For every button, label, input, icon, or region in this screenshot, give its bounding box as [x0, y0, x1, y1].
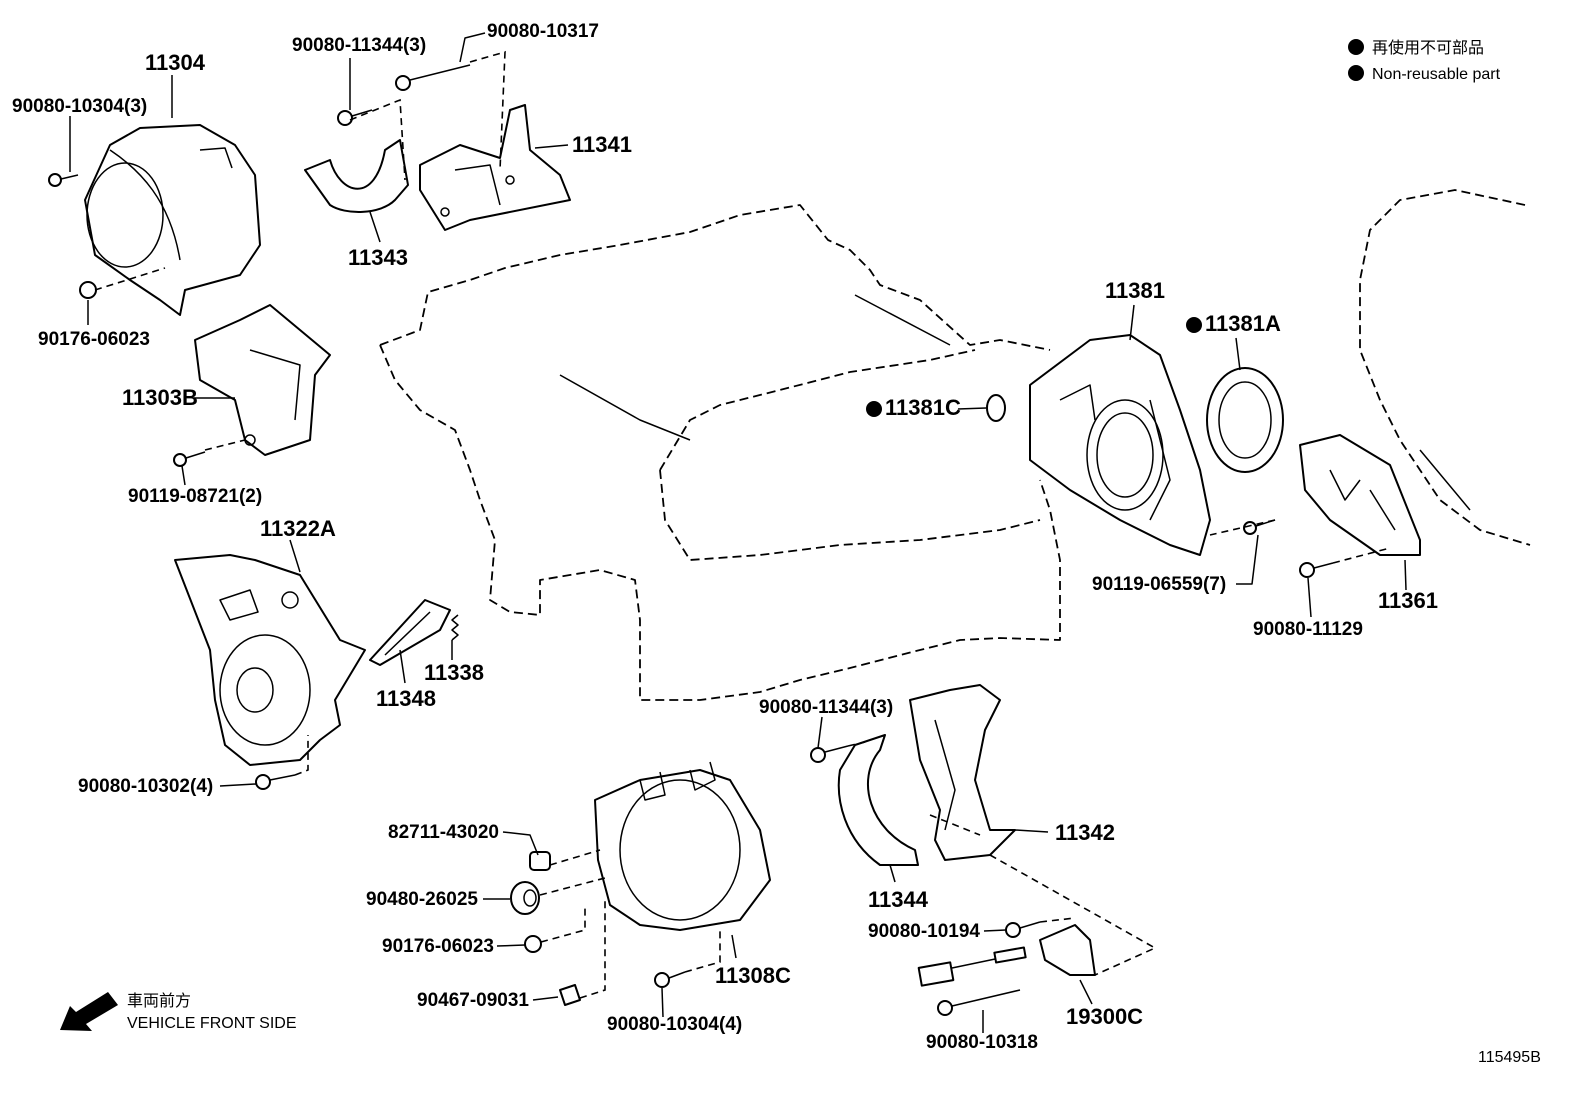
label-90080-10317: 90080-10317	[487, 21, 599, 42]
tensioner-11348	[369, 599, 451, 666]
label-11338: 11338	[424, 660, 484, 685]
label-11322A: 11322A	[260, 516, 336, 541]
label-90080-10318: 90080-10318	[926, 1032, 1038, 1053]
label-90080-11344-3-upper: 90080-11344(3)	[292, 35, 426, 56]
label-11381A: 11381A	[1205, 311, 1281, 336]
fasteners	[48, 64, 1334, 1016]
bearing-cap-11344	[837, 734, 919, 866]
bolt-icon	[255, 774, 296, 790]
bolt-icon	[337, 109, 373, 126]
label-90176-06023-lower: 90176-06023	[382, 936, 494, 957]
bolt-icon	[1299, 562, 1334, 578]
bolt-icon	[937, 989, 1021, 1016]
timing-cover-11304	[84, 124, 261, 316]
clip-icon	[559, 984, 581, 1006]
front-cover-11308C	[594, 761, 771, 931]
timing-cover-11322A	[174, 554, 366, 766]
oil-seal-11381A	[1206, 367, 1284, 473]
label-90080-11344-3-lower: 90080-11344(3)	[759, 697, 893, 718]
part-labels: 11304 90080-10304(3) 90176-06023 90080-1…	[12, 21, 1438, 1053]
label-90080-10302-4: 90080-10302(4)	[78, 776, 213, 797]
bolt-icon	[654, 971, 686, 988]
label-90467-09031: 90467-09031	[417, 990, 529, 1011]
bolt-icon	[1005, 921, 1041, 938]
plate-11361	[1299, 434, 1421, 556]
guide-lines	[94, 50, 1391, 999]
label-11343: 11343	[348, 245, 408, 270]
label-11381: 11381	[1105, 278, 1165, 303]
non-reusable-dot-icon	[1348, 65, 1364, 81]
nut-icon	[79, 281, 97, 299]
vehicle-front-side-indicator: 車両前方 VEHICLE FRONT SIDE	[60, 991, 297, 1032]
label-11381C: 11381C	[885, 395, 961, 420]
nut-icon	[524, 935, 542, 953]
front-side-jp: 車両前方	[127, 991, 191, 1010]
label-90176-06023-upper: 90176-06023	[38, 329, 150, 350]
label-90080-10304-4: 90080-10304(4)	[607, 1014, 742, 1035]
legend-en: Non-reusable part	[1372, 66, 1501, 83]
label-90480-26025: 90480-26025	[366, 889, 478, 910]
label-90080-10194: 90080-10194	[868, 921, 980, 942]
label-90119-06559-7: 90119-06559(7)	[1092, 574, 1226, 595]
label-11348: 11348	[376, 686, 436, 711]
label-82711-43020: 82711-43020	[388, 822, 499, 843]
front-side-en: VEHICLE FRONT SIDE	[127, 1015, 297, 1032]
label-90080-10304-3: 90080-10304(3)	[12, 96, 147, 117]
label-11303B: 11303B	[122, 385, 198, 410]
label-11341: 11341	[572, 132, 632, 157]
label-11304: 11304	[145, 50, 206, 75]
spring-11338	[451, 614, 459, 641]
legend-jp: 再使用不可部品	[1372, 38, 1484, 57]
transmission-housing-outline	[1359, 189, 1531, 546]
sensor-19300C	[917, 924, 1096, 987]
non-reusable-dot-icon	[1186, 317, 1202, 333]
non-reusable-dot-icon	[866, 401, 882, 417]
leader-lines	[69, 32, 1407, 1033]
cover-11303B	[194, 304, 331, 456]
bracket-11341	[419, 104, 571, 231]
bolt-icon	[173, 451, 206, 467]
bolt-icon	[395, 64, 471, 91]
label-90119-08721-2: 90119-08721(2)	[128, 486, 262, 507]
label-11361: 11361	[1378, 588, 1438, 613]
bracket-11342	[909, 684, 1016, 861]
cushion-icon	[510, 881, 540, 915]
label-11344: 11344	[868, 887, 929, 912]
front-arrow-icon	[60, 992, 118, 1031]
engine-block-outline	[379, 204, 1061, 701]
label-90080-11129: 90080-11129	[1253, 619, 1363, 640]
bolt-icon	[1243, 519, 1276, 535]
label-11342: 11342	[1055, 820, 1115, 845]
label-19300C: 19300C	[1066, 1004, 1143, 1029]
o-ring-11381C	[986, 394, 1006, 422]
bolt-icon	[48, 173, 79, 187]
bolt-icon	[810, 745, 849, 763]
legend: 再使用不可部品 Non-reusable part	[1348, 38, 1501, 83]
rear-oil-seal-retainer-11381	[1029, 334, 1211, 556]
non-reusable-dot-icon	[1348, 39, 1364, 55]
diagram-id: 115495B	[1478, 1049, 1541, 1066]
grommet-icon	[529, 851, 551, 871]
label-11308C: 11308C	[715, 963, 791, 988]
bearing-cap-11343	[304, 139, 409, 213]
